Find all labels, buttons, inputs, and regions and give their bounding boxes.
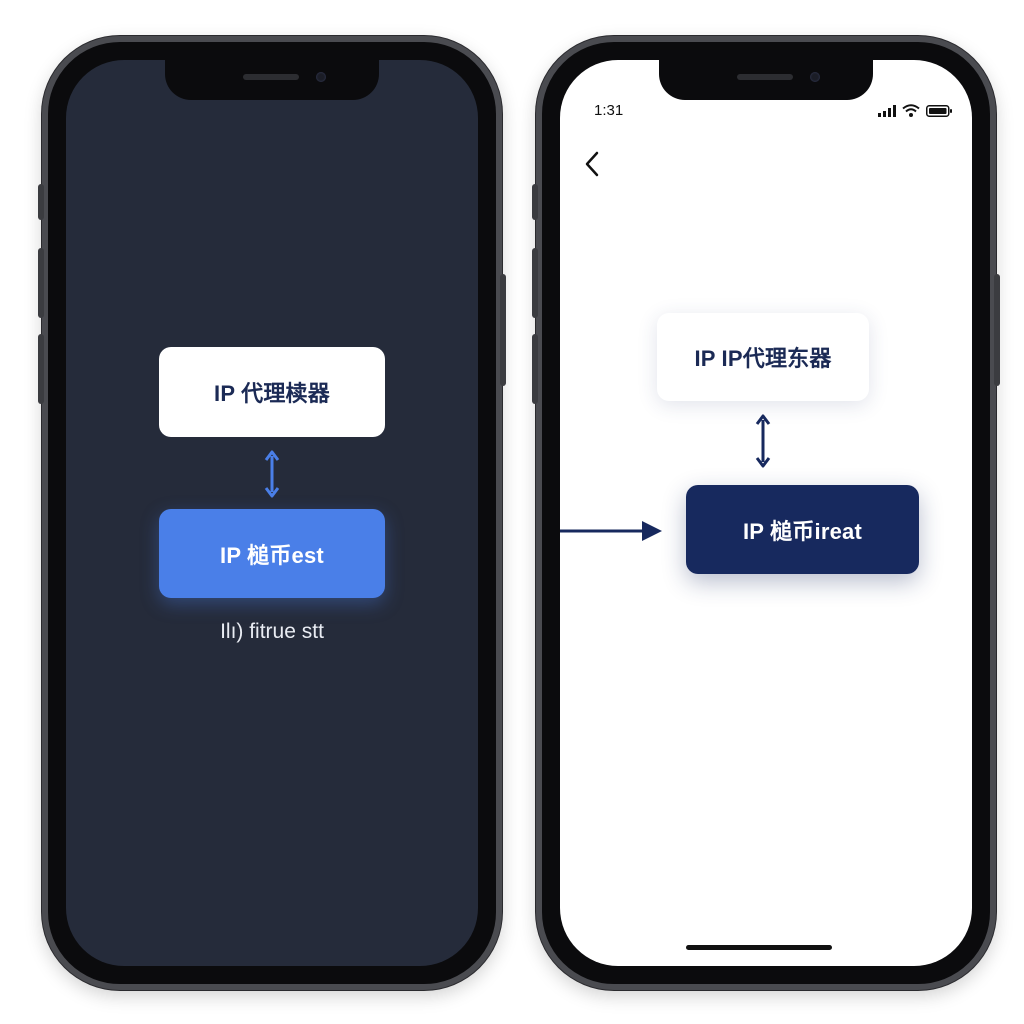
proxy-server-card[interactable]: IP 代理椟器 xyxy=(159,347,385,437)
volume-down-button xyxy=(38,334,44,404)
volume-down-button xyxy=(532,334,538,404)
volume-up-button xyxy=(532,248,538,318)
notch xyxy=(165,60,379,100)
speaker-grille xyxy=(737,74,793,80)
double-arrow-vertical-icon xyxy=(755,414,771,468)
right-screen: 1:31 IP IP代理东器 xyxy=(560,60,972,966)
status-time: 1:31 xyxy=(594,102,624,119)
ip-request-card[interactable]: IP 槌币est xyxy=(159,509,385,598)
mute-switch xyxy=(532,184,538,220)
ip-request-label: IP 槌币est xyxy=(220,542,324,568)
volume-up-button xyxy=(38,248,44,318)
power-button xyxy=(500,274,506,386)
caption-text: Ilı) fitrue stt xyxy=(220,620,324,643)
proxy-server-label: IP IP代理东器 xyxy=(694,346,832,371)
speaker-grille xyxy=(243,74,299,80)
notch xyxy=(659,60,873,100)
battery-icon xyxy=(926,104,952,117)
arrow-right-icon xyxy=(560,521,662,541)
mute-switch xyxy=(38,184,44,220)
signal-icon xyxy=(878,104,896,117)
left-screen: IP 代理椟器 IP 槌币est Ilı) fitrue stt xyxy=(66,60,478,966)
power-button xyxy=(994,274,1000,386)
proxy-server-label: IP 代理椟器 xyxy=(214,381,330,406)
left-phone-frame: IP 代理椟器 IP 槌币est Ilı) fitrue stt xyxy=(38,36,506,990)
proxy-server-card[interactable]: IP IP代理东器 xyxy=(657,313,869,401)
ip-request-card[interactable]: IP 槌币ireat xyxy=(686,485,919,574)
front-camera-icon xyxy=(316,72,326,82)
home-indicator[interactable] xyxy=(686,945,832,950)
right-phone-frame: 1:31 IP IP代理东器 xyxy=(532,36,1000,990)
front-camera-icon xyxy=(810,72,820,82)
double-arrow-vertical-icon xyxy=(264,450,280,498)
wifi-icon xyxy=(902,104,920,117)
ip-request-label: IP 槌币ireat xyxy=(743,518,862,544)
status-icons xyxy=(878,104,952,117)
chevron-left-icon[interactable] xyxy=(582,150,602,178)
